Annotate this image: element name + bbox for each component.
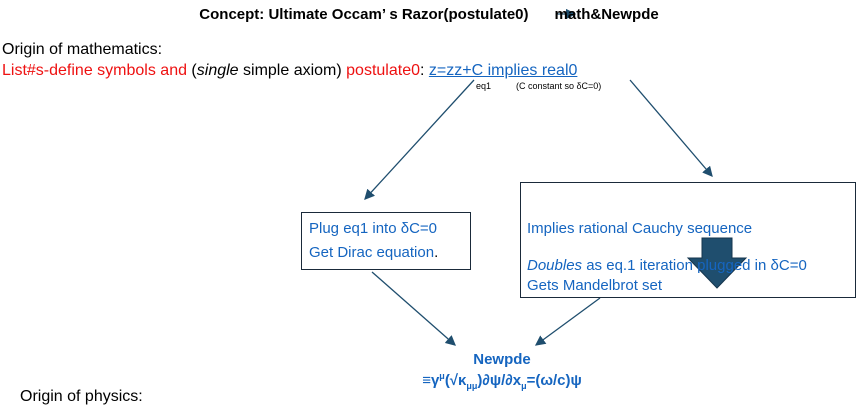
eq-part: (√κ bbox=[444, 372, 467, 389]
eq-sup: μ bbox=[439, 371, 445, 381]
cauchy-line2: Doubles as eq.1 iteration plugged in δC=… bbox=[527, 257, 807, 274]
cauchy-box: Implies rational Cauchy sequence Doubles… bbox=[520, 182, 856, 298]
eq-part: =(ω/c)ψ bbox=[526, 372, 582, 389]
doubles-rest: as eq.1 iteration plugged in δC=0 bbox=[582, 257, 807, 274]
dirac-line2: Get Dirac equation. bbox=[309, 244, 438, 261]
eq-sub: μ bbox=[521, 381, 527, 391]
page-title: Concept: Ultimate Occam’ s Razor(postula… bbox=[0, 6, 858, 23]
single-italic: single bbox=[196, 62, 239, 79]
c-constant-note: (C constant so δC=0) bbox=[516, 81, 602, 91]
title-text: Concept: Ultimate Occam’ s Razor(postula… bbox=[199, 6, 529, 23]
arrow-eq-to-dirac bbox=[364, 79, 475, 200]
arrow-eq-to-cauchy bbox=[629, 79, 713, 177]
title-target: math&Newpde bbox=[554, 6, 659, 23]
eq1-label: eq1 bbox=[476, 81, 492, 91]
eq-part: ≡γ bbox=[422, 372, 440, 389]
cauchy-line1: Implies rational Cauchy sequence bbox=[527, 220, 753, 237]
eq-part: )∂ψ/∂x bbox=[477, 372, 522, 389]
dirac-text: Get Dirac equation bbox=[309, 244, 435, 261]
math-heading: Origin of mathematics: bbox=[2, 41, 163, 58]
colon: : bbox=[420, 62, 429, 79]
dirac-box: Plug eq1 into δC=0 Get Dirac equation. bbox=[301, 212, 471, 270]
postulate-line: List#s-define symbols and (single simple… bbox=[2, 62, 577, 80]
axiom-text: simple axiom) bbox=[238, 62, 347, 79]
arrow-dirac-to-newpde bbox=[371, 271, 456, 346]
dirac-line1: Plug eq1 into δC=0 bbox=[309, 220, 438, 237]
newpde-title: Newpde bbox=[473, 351, 531, 368]
arrow-mandelbrot-to-newpde bbox=[534, 297, 601, 346]
equation-eq1: z=zz+C implies real0 bbox=[428, 62, 578, 79]
paren: ( bbox=[186, 62, 197, 79]
postulate-label: postulate0 bbox=[346, 62, 420, 79]
newpde-equation: ≡γμ(√κμμ)∂ψ/∂xμ=(ω/c)ψ bbox=[0, 371, 858, 391]
period: . bbox=[434, 244, 439, 261]
physics-heading: Origin of physics: bbox=[20, 388, 143, 405]
cauchy-line3: Gets Mandelbrot set bbox=[527, 277, 663, 294]
eq-sub: μμ bbox=[466, 381, 478, 391]
list-text: List#s-define symbols and bbox=[2, 62, 187, 79]
down-arrow-icon bbox=[686, 237, 748, 289]
doubles-italic: Doubles bbox=[527, 257, 583, 274]
